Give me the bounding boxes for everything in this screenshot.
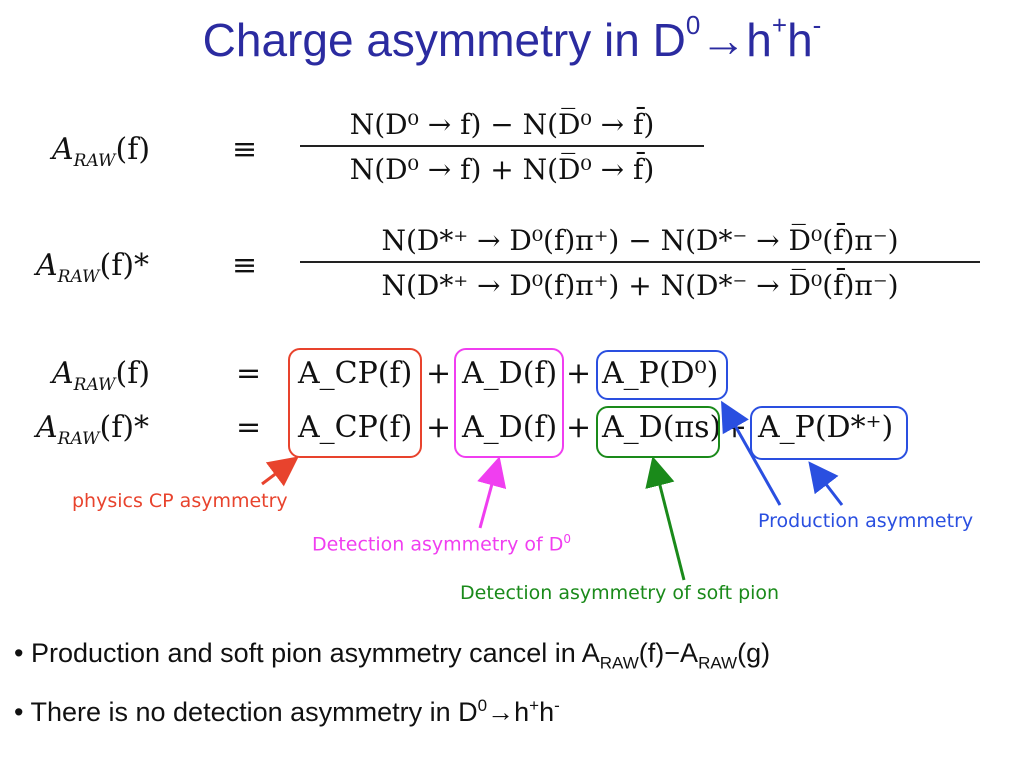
eq2-fraction: N(D*⁺ → D⁰(f)π⁺) − N(D*⁻ → D̅⁰(f̄)π⁻) N(… [300, 224, 980, 302]
bullet-2-marker: • [14, 697, 24, 727]
arrow-physics-cp [261, 456, 299, 487]
eq2-lhs-arg: (f)* [99, 248, 150, 283]
eq1-denominator: N(D⁰ → f) + N(D̅⁰ → f̄) [349, 153, 655, 186]
title-arrow: → [700, 14, 747, 66]
title-sup0: 0 [685, 10, 701, 40]
production-d0-box [596, 350, 728, 400]
production-dstar-box [750, 406, 908, 460]
title-main: Charge asymmetry in D [202, 14, 686, 66]
eq4-lhs-arg: (f)* [99, 410, 150, 445]
label-detection-d0-sup: 0 [563, 532, 572, 546]
slide-title: Charge asymmetry in D0→h+h- [0, 10, 1024, 67]
eq4-plus-2: + [566, 410, 592, 445]
eq4-term-cp: A_CP(f) [298, 410, 413, 445]
eq3-lhs-a: A [52, 356, 74, 391]
title-h2: h [787, 14, 813, 66]
arrow-detection-d0 [477, 456, 507, 529]
eq3-lhs-sub: RAW [73, 375, 116, 395]
bullet-2-plus: + [529, 696, 540, 715]
eq2-rel: ≡ [232, 248, 258, 283]
title-h1: h [746, 14, 772, 66]
eq4-term-ad-pi: A_D(πs) [602, 410, 722, 445]
eq3-term-ap: A_P(D⁰) [602, 356, 719, 391]
eq2-denominator: N(D*⁺ → D⁰(f)π⁺) + N(D*⁻ → D̅⁰(f̄)π⁻) [381, 269, 899, 302]
eq4-rel: = [236, 410, 262, 445]
bullet-2: • There is no detection asymmetry in D0→… [14, 696, 560, 728]
bullet-1-sub2: RAW [698, 653, 738, 673]
bullet-1-sub1: RAW [599, 653, 639, 673]
physics-cp-box [288, 348, 422, 458]
eq3-term-cp: A_CP(f) [298, 356, 413, 391]
bullet-2-h1: h [514, 697, 530, 727]
eq1-lhs-sub: RAW [73, 151, 116, 171]
title-sup-minus: - [812, 10, 822, 40]
eq1-lhs-arg: (f) [115, 132, 151, 167]
label-detection-d0: Detection asymmetry of D0 [312, 532, 571, 555]
eq4-lhs-a: A [36, 410, 58, 445]
eq4-plus-1: + [426, 410, 452, 445]
label-physics-cp: physics CP asymmetry [72, 490, 288, 512]
eq3-lhs-arg: (f) [115, 356, 151, 391]
eq4-term-ap-dstar: A_P(D*⁺) [758, 410, 894, 445]
eq1-numerator: N(D⁰ → f) − N(D̅⁰ → f̄) [349, 108, 655, 141]
eq4-lhs: ARAW(f)* [36, 410, 149, 449]
eq1-lhs: ARAW(f) [52, 132, 150, 171]
eq3-term-ad: A_D(f) [462, 356, 558, 391]
bullet-1: • Production and soft pion asymmetry can… [14, 638, 770, 673]
eq3-plus-1: + [426, 356, 452, 391]
detection-d0-box [454, 348, 564, 458]
eq1-rel: ≡ [232, 132, 258, 167]
label-soft-pion: Detection asymmetry of soft pion [460, 582, 780, 604]
eq1-fraction: N(D⁰ → f) − N(D̅⁰ → f̄) N(D⁰ → f) + N(D̅… [300, 108, 704, 186]
label-detection-d0-text: Detection asymmetry of D [312, 533, 564, 556]
eq1-fraction-bar [300, 145, 704, 147]
bullet-1-end: (g) [737, 638, 771, 668]
eq2-lhs-sub: RAW [57, 267, 100, 287]
eq3-lhs: ARAW(f) [52, 356, 150, 395]
eq2-numerator: N(D*⁺ → D⁰(f)π⁺) − N(D*⁻ → D̅⁰(f̄)π⁻) [381, 224, 899, 257]
eq2-lhs-a: A [36, 248, 58, 283]
label-production: Production asymmetry [758, 510, 974, 532]
eq2-fraction-bar [300, 261, 980, 263]
title-sup-plus: + [771, 10, 788, 40]
arrow-production-dstar [808, 461, 844, 506]
bullet-1-mid: (f)−A [638, 638, 699, 668]
arrow-soft-pion [645, 456, 686, 581]
bullet-1-marker: • [14, 638, 24, 668]
arrow-production-d0 [721, 400, 782, 506]
bullet-2-arrow: → [487, 697, 515, 727]
bullet-2-sup0: 0 [477, 696, 488, 715]
eq4-term-ad: A_D(f) [462, 410, 558, 445]
eq1-lhs-a: A [52, 132, 74, 167]
bullet-1-text: Production and soft pion asymmetry cance… [30, 638, 600, 668]
bullet-2-text: There is no detection asymmetry in D [30, 697, 478, 727]
eq3-plus-2: + [566, 356, 592, 391]
eq2-lhs: ARAW(f)* [36, 248, 149, 287]
eq3-rel: = [236, 356, 262, 391]
bullet-2-h2: h [539, 697, 555, 727]
bullet-2-minus: - [554, 696, 560, 715]
eq4-lhs-sub: RAW [57, 429, 100, 449]
